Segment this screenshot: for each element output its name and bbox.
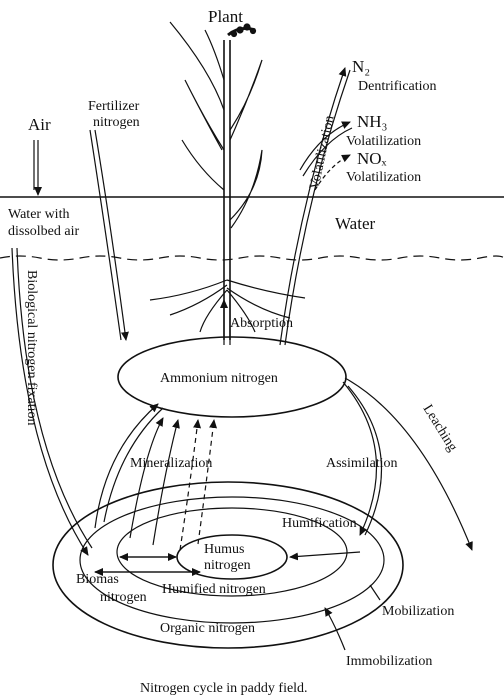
- humus-label-2: nitrogen: [204, 558, 251, 573]
- n2-label: N₂: [352, 57, 370, 76]
- mobilization-label: Mobilization: [382, 604, 454, 619]
- organic-label: Organic nitrogen: [160, 621, 255, 636]
- volatilization-arrow-n2: [280, 68, 345, 345]
- denitrification-label: Dentrification: [358, 79, 437, 94]
- biomas-label-1: Biomas: [76, 572, 119, 587]
- biomas-label-2: nitrogen: [100, 590, 147, 605]
- humification-arrow: [290, 552, 360, 557]
- nh3-volatilization-label: Volatilization: [346, 134, 421, 149]
- mineralization-label: Mineralization: [130, 456, 212, 471]
- fertilizer-arrow: [95, 130, 126, 340]
- fertilizer-label-2: nitrogen: [93, 115, 140, 130]
- ammonium-label: Ammonium nitrogen: [160, 371, 278, 386]
- air-label: Air: [28, 115, 51, 134]
- water-with-label-1: Water with: [8, 207, 69, 222]
- plant-figure: [150, 22, 305, 340]
- absorption-label: Absorption: [230, 316, 293, 331]
- immobilization-label: Immobilization: [346, 654, 432, 669]
- humified-label: Humified nitrogen: [162, 582, 266, 597]
- humus-label-1: Humus: [204, 542, 244, 557]
- humification-label: Humification: [282, 516, 357, 531]
- biological-fixation-arrow: [12, 248, 88, 555]
- diagram-lines: [0, 22, 504, 650]
- biological-fixation-label: Biological nitrogen fixation: [24, 270, 39, 426]
- water-label: Water: [335, 214, 375, 233]
- nox-label: NOₓ: [357, 149, 387, 168]
- soil-surface-line: [0, 256, 504, 260]
- nh3-label: NH₃: [357, 112, 388, 131]
- figure-caption: Nitrogen cycle in paddy field.: [140, 681, 308, 696]
- mobilization-leader: [370, 585, 380, 600]
- fertilizer-label-1: Fertilizer: [88, 99, 140, 114]
- leaching-label: Leaching: [420, 402, 460, 454]
- nox-volatilization-label: Volatilization: [346, 170, 421, 185]
- assimilation-label: Assimilation: [326, 456, 398, 471]
- plant-label: Plant: [208, 7, 243, 26]
- immobilization-leader: [325, 608, 345, 650]
- water-with-label-2: dissolbed air: [8, 224, 79, 239]
